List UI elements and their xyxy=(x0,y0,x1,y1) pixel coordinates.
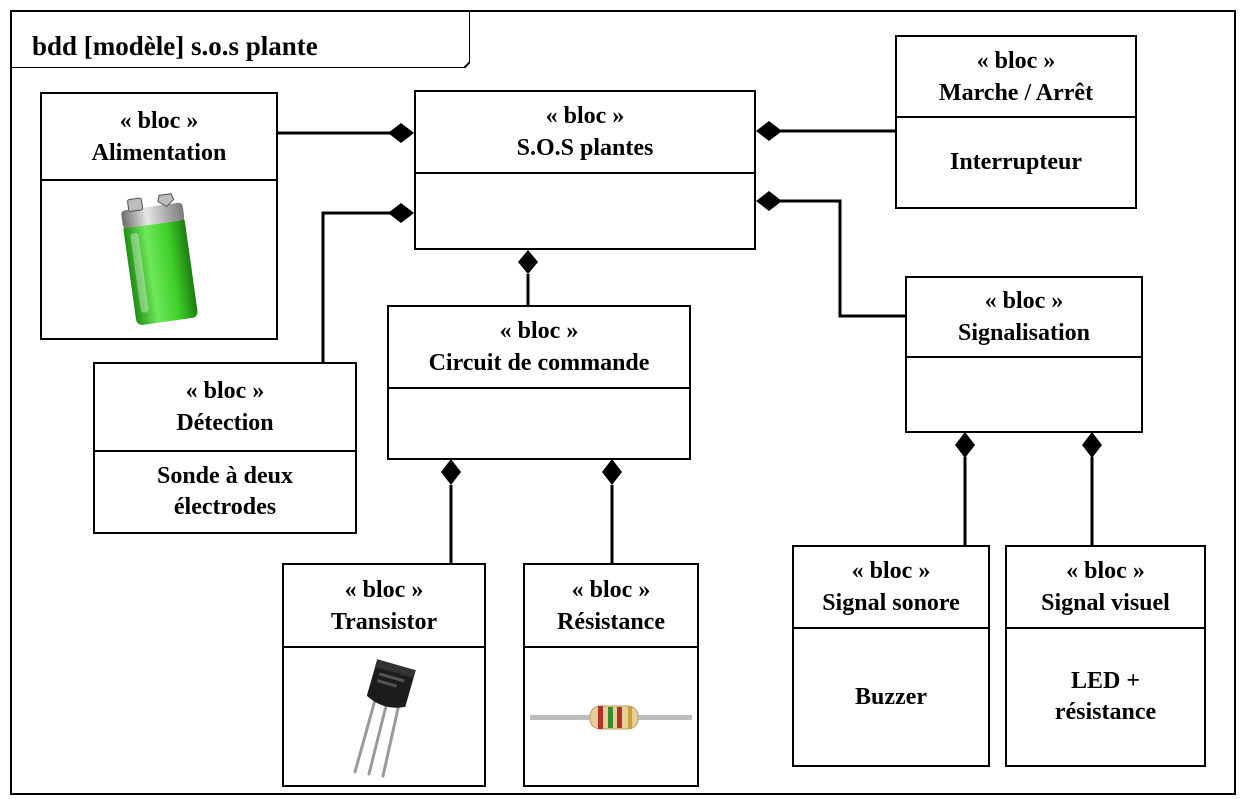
block-marche-arret: « bloc » Marche / Arrêt Interrupteur xyxy=(895,35,1137,209)
block-detection-content-line1: Sonde à deux xyxy=(156,463,294,489)
block-detection-name: Détection xyxy=(176,410,274,436)
diagram-frame xyxy=(10,10,1236,795)
block-sos-plantes-name: S.O.S plantes xyxy=(516,135,654,161)
diamond-visuel xyxy=(1082,432,1102,458)
link-detection xyxy=(321,211,390,362)
block-alimentation-name: Alimentation xyxy=(91,139,227,166)
block-signal-sonore-name: Signal sonore xyxy=(822,590,960,616)
stereotype-label: « bloc » xyxy=(1066,558,1145,584)
block-signalisation-header: « bloc » Signalisation xyxy=(907,278,1141,358)
block-resistance-header: « bloc » Résistance xyxy=(525,565,697,648)
block-marche-arret-content: Interrupteur xyxy=(950,149,1082,175)
block-transistor: « bloc » Transistor xyxy=(282,563,486,787)
resistor-image xyxy=(530,705,692,729)
block-circuit-commande-body xyxy=(389,389,689,458)
stereotype-label: « bloc » xyxy=(545,103,625,129)
block-signal-visuel-header: « bloc » Signal visuel xyxy=(1007,547,1204,629)
block-detection-body: Sonde à deux électrodes xyxy=(95,452,355,532)
block-detection-content-line2: électrodes xyxy=(173,494,277,520)
block-marche-arret-header: « bloc » Marche / Arrêt xyxy=(897,37,1135,118)
block-signalisation-body xyxy=(907,358,1141,431)
stereotype-label: « bloc » xyxy=(984,288,1064,314)
block-alimentation-body xyxy=(42,181,276,338)
block-sos-plantes-body xyxy=(416,174,754,248)
block-alimentation: « bloc » Alimentation xyxy=(40,92,278,340)
block-transistor-header: « bloc » Transistor xyxy=(284,565,484,648)
stereotype-label: « bloc » xyxy=(344,576,424,603)
block-sos-plantes: « bloc » S.O.S plantes xyxy=(414,90,756,250)
stereotype-label: « bloc » xyxy=(851,558,931,584)
block-marche-arret-body: Interrupteur xyxy=(897,118,1135,207)
block-resistance: « bloc » Résistance xyxy=(523,563,699,787)
stereotype-label: « bloc » xyxy=(185,378,265,404)
block-signal-sonore-header: « bloc » Signal sonore xyxy=(794,547,988,629)
block-circuit-commande: « bloc » Circuit de commande xyxy=(387,305,691,460)
block-signal-sonore-body: Buzzer xyxy=(794,629,988,765)
block-signal-visuel: « bloc » Signal visuel LED + résistance xyxy=(1005,545,1206,767)
block-transistor-name: Transistor xyxy=(330,608,438,635)
block-circuit-commande-name: Circuit de commande xyxy=(428,350,650,376)
diamond-sonore xyxy=(955,432,975,458)
diamond-circuit xyxy=(518,250,538,274)
diamond-alimentation xyxy=(388,123,414,143)
diamond-transistor xyxy=(441,459,461,485)
block-signal-visuel-body: LED + résistance xyxy=(1007,629,1204,765)
stereotype-label: « bloc » xyxy=(499,318,579,344)
block-signal-sonore: « bloc » Signal sonore Buzzer xyxy=(792,545,990,767)
diamond-marche xyxy=(756,121,782,141)
block-signalisation-name: Signalisation xyxy=(957,320,1091,346)
block-transistor-body xyxy=(284,648,484,785)
stereotype-label: « bloc » xyxy=(571,576,651,603)
title-tab-outline xyxy=(10,10,470,68)
block-signalisation: « bloc » Signalisation xyxy=(905,276,1143,433)
diagram-title-tab: bdd [modèle] s.o.s plante xyxy=(10,10,470,68)
block-detection: « bloc » Détection Sonde à deux électrod… xyxy=(93,362,357,534)
diamond-detection xyxy=(388,203,414,223)
block-signal-visuel-content-line2: résistance xyxy=(1054,699,1157,725)
block-sos-plantes-header: « bloc » S.O.S plantes xyxy=(416,92,754,174)
diamond-signalisation xyxy=(756,191,782,211)
stereotype-label: « bloc » xyxy=(976,47,1056,74)
stereotype-label: « bloc » xyxy=(119,107,199,134)
block-resistance-body xyxy=(525,648,697,785)
transistor-image xyxy=(353,659,416,778)
diamond-resistance xyxy=(602,459,622,485)
block-resistance-name: Résistance xyxy=(557,608,665,635)
block-signal-sonore-content: Buzzer xyxy=(855,683,927,710)
block-detection-header: « bloc » Détection xyxy=(95,364,355,452)
block-signal-visuel-name: Signal visuel xyxy=(1041,590,1170,616)
link-signalisation xyxy=(780,199,905,318)
block-marche-arret-name: Marche / Arrêt xyxy=(938,79,1094,106)
block-signal-visuel-content-line1: LED + xyxy=(1070,668,1141,694)
block-alimentation-header: « bloc » Alimentation xyxy=(42,94,276,181)
battery-image xyxy=(121,192,198,325)
diagram-title: bdd [modèle] s.o.s plante xyxy=(32,31,318,61)
block-circuit-commande-header: « bloc » Circuit de commande xyxy=(389,307,689,389)
